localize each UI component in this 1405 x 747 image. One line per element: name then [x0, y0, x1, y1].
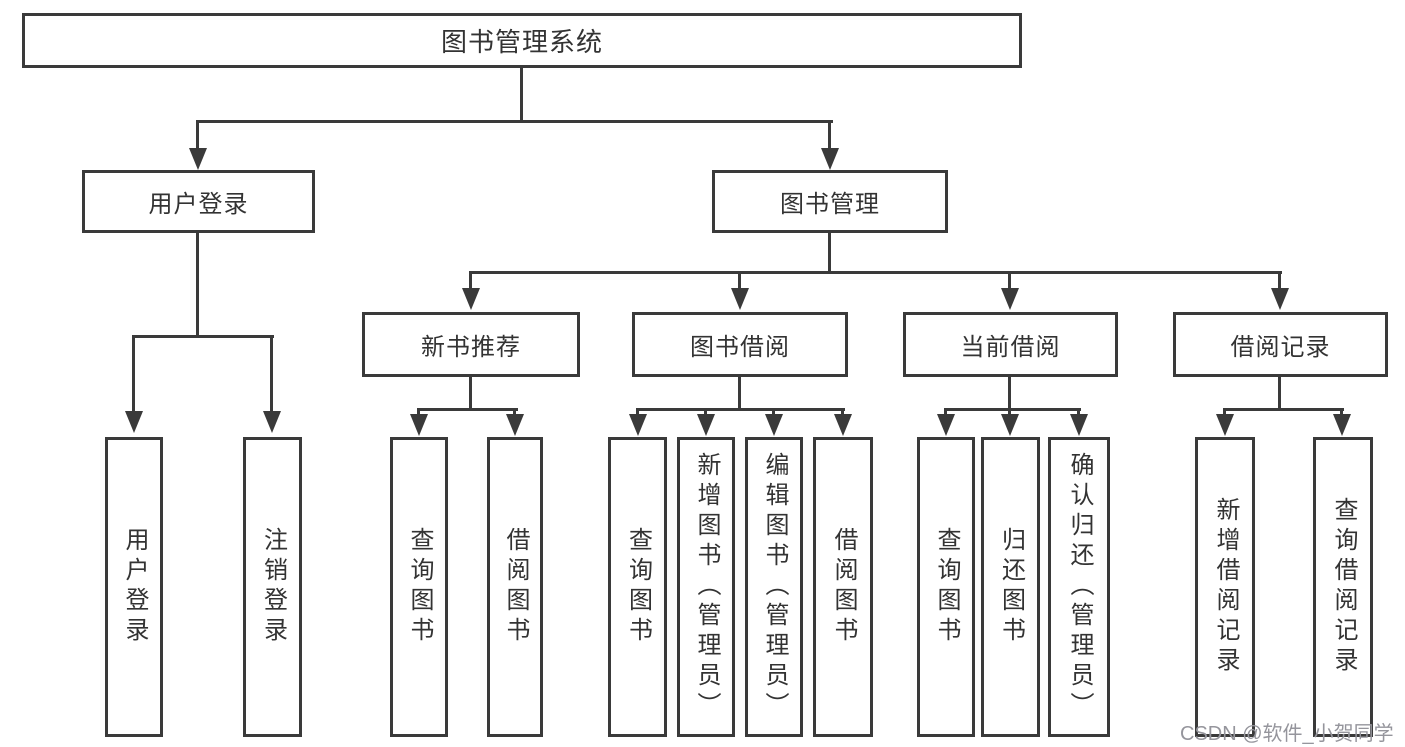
leaf-newbook-borrow: 借阅图书	[487, 437, 543, 737]
node-current-borrow-label: 当前借阅	[960, 334, 1061, 361]
connector-bookborrow-leaf1	[636, 408, 639, 418]
arrowhead-to-leaf-login	[125, 411, 143, 433]
connector-borrowrecord-leaf1	[1223, 408, 1226, 418]
leaf-newbook-query-label: 查询图书	[406, 527, 433, 647]
connector-bookborrow-leaf3	[772, 408, 775, 418]
leaf-record-query: 查询借阅记录	[1313, 437, 1373, 737]
leaf-record-add-label: 新增借阅记录	[1212, 497, 1239, 677]
leaf-currentborrow-query-label: 查询图书	[933, 527, 960, 647]
csdn-watermark: CSDN @软件_小贺同学	[1180, 723, 1394, 745]
connector-root-stem	[520, 68, 523, 122]
connector-to-book-management	[828, 120, 831, 150]
arrowhead-currentborrow-leaf3	[1070, 414, 1088, 436]
leaf-currentborrow-return-label: 归还图书	[997, 527, 1025, 647]
node-book-management: 图书管理	[712, 170, 948, 233]
connector-bookborrow-leaf2	[704, 408, 707, 418]
leaf-currentborrow-return: 归还图书	[981, 437, 1040, 737]
arrowhead-newbook-leaf2	[506, 414, 524, 436]
leaf-bookborrow-query: 查询图书	[608, 437, 667, 737]
leaf-bookborrow-edit-admin-label: 编辑图书（管理员）	[761, 452, 788, 722]
arrowhead-bookborrow-leaf3	[765, 414, 783, 436]
connector-currentborrow-leaf3	[1077, 408, 1080, 418]
connector-newbook-leaf1	[417, 408, 420, 418]
connector-newbook-leaf2	[513, 408, 516, 418]
node-user-login: 用户登录	[82, 170, 315, 233]
connector-bookborrow-leaf4	[841, 408, 844, 418]
connector-borrowrecord-hline	[1224, 408, 1344, 411]
connector-to-current-borrow	[1008, 271, 1011, 291]
arrowhead-bookborrow-leaf1	[629, 414, 647, 436]
arrowhead-newbook-leaf1	[410, 414, 428, 436]
leaf-logout: 注销登录	[243, 437, 302, 737]
connector-bookborrow-hline	[637, 408, 845, 411]
arrowhead-bookborrow-leaf2	[697, 414, 715, 436]
leaf-user-login: 用户登录	[105, 437, 163, 737]
node-borrow-record: 借阅记录	[1173, 312, 1388, 377]
connector-bookmgmt-stem	[828, 233, 831, 274]
arrowhead-bookborrow-leaf4	[834, 414, 852, 436]
arrowhead-currentborrow-leaf1	[937, 414, 955, 436]
leaf-currentborrow-query: 查询图书	[917, 437, 975, 737]
node-new-book-recommend: 新书推荐	[362, 312, 580, 377]
connector-newbook-stem	[469, 377, 472, 410]
arrowhead-to-new-book	[462, 288, 480, 310]
arrowhead-to-leaf-logout	[263, 411, 281, 433]
leaf-user-login-label: 用户登录	[121, 527, 148, 647]
leaf-currentborrow-confirm-admin-label: 确认归还（管理员）	[1066, 452, 1093, 722]
node-user-login-label: 用户登录	[148, 191, 249, 218]
arrowhead-borrowrecord-leaf2	[1333, 414, 1351, 436]
leaf-record-add: 新增借阅记录	[1195, 437, 1255, 737]
connector-to-new-book	[469, 271, 472, 291]
arrowhead-to-user-login	[189, 148, 207, 170]
connector-bookborrow-stem	[738, 377, 741, 410]
connector-currentborrow-leaf2	[1008, 408, 1011, 418]
connector-newbook-hline	[418, 408, 518, 411]
connector-borrowrecord-leaf2	[1340, 408, 1343, 418]
arrowhead-to-borrow-record	[1271, 288, 1289, 310]
arrowhead-currentborrow-leaf2	[1001, 414, 1019, 436]
connector-currentborrow-leaf1	[944, 408, 947, 418]
arrowhead-borrowrecord-leaf1	[1216, 414, 1234, 436]
connector-to-leaf-logout	[270, 335, 273, 413]
leaf-record-query-label: 查询借阅记录	[1330, 497, 1357, 677]
leaf-bookborrow-borrow-label: 借阅图书	[830, 527, 857, 647]
connector-borrowrecord-stem	[1278, 377, 1281, 410]
connector-bookmgmt-hline	[470, 271, 1282, 274]
connector-to-book-borrow	[738, 271, 741, 291]
arrowhead-to-current-borrow	[1001, 288, 1019, 310]
leaf-newbook-borrow-label: 借阅图书	[502, 527, 529, 647]
connector-userlogin-stem	[196, 233, 199, 337]
arrowhead-to-book-borrow	[731, 288, 749, 310]
connector-currentborrow-hline	[944, 408, 1081, 411]
node-book-borrow-label: 图书借阅	[690, 334, 790, 361]
leaf-bookborrow-edit-admin: 编辑图书（管理员）	[745, 437, 803, 737]
connector-to-user-login	[196, 120, 199, 150]
connector-root-hline	[197, 120, 833, 123]
arrowhead-to-book-management	[821, 148, 839, 170]
node-book-management-label: 图书管理	[780, 191, 880, 218]
leaf-bookborrow-query-label: 查询图书	[624, 527, 652, 647]
connector-currentborrow-stem	[1008, 377, 1011, 410]
leaf-logout-label: 注销登录	[259, 527, 287, 647]
node-current-borrow: 当前借阅	[903, 312, 1118, 377]
node-book-borrow: 图书借阅	[632, 312, 848, 377]
leaf-newbook-query: 查询图书	[390, 437, 448, 737]
connector-to-borrow-record	[1278, 271, 1281, 291]
leaf-currentborrow-confirm-admin: 确认归还（管理员）	[1048, 437, 1110, 737]
node-new-book-recommend-label: 新书推荐	[421, 334, 521, 361]
connector-to-leaf-login	[132, 335, 135, 413]
leaf-bookborrow-add-admin: 新增图书（管理员）	[677, 437, 735, 737]
node-borrow-record-label: 借阅记录	[1230, 334, 1331, 361]
node-root-label: 图书管理系统	[440, 27, 603, 57]
connector-userlogin-hline	[133, 335, 274, 338]
leaf-bookborrow-borrow: 借阅图书	[813, 437, 873, 737]
leaf-bookborrow-add-admin-label: 新增图书（管理员）	[693, 452, 720, 722]
node-root-library-system: 图书管理系统	[22, 13, 1022, 68]
